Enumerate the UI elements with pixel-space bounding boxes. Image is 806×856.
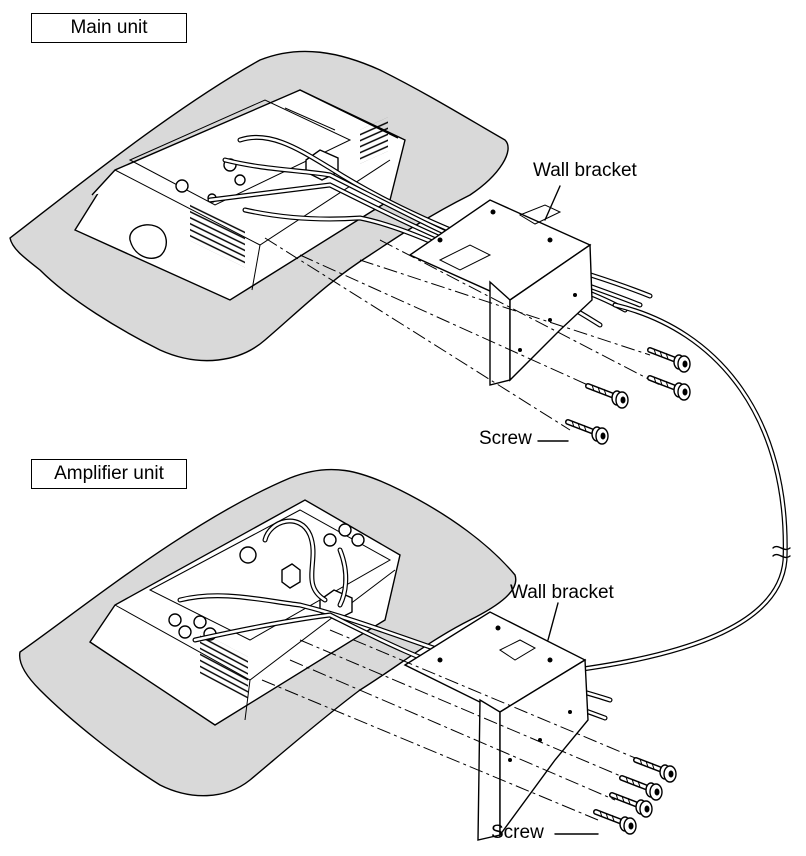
wall-bracket-label-bottom: Wall bracket (510, 582, 614, 603)
main-unit-alignment-lines (264, 237, 661, 431)
amplifier-alignment-lines (261, 629, 641, 821)
amplifier-wall-bracket (403, 611, 589, 841)
screw-label-bottom: Screw (491, 822, 544, 843)
main-unit-assembly (9, 50, 690, 444)
main-unit-label: Main unit (31, 13, 187, 43)
leader-lines (537, 185, 599, 835)
amplifier-unit-assembly (18, 468, 676, 841)
main-unit-screws (568, 349, 690, 444)
screw-label-top: Screw (479, 428, 532, 449)
wall-bracket-label-top: Wall bracket (533, 160, 637, 181)
amplifier-unit-body (89, 499, 401, 726)
main-unit-wall-bracket (408, 199, 593, 386)
amplifier-unit-label: Amplifier unit (31, 459, 187, 489)
